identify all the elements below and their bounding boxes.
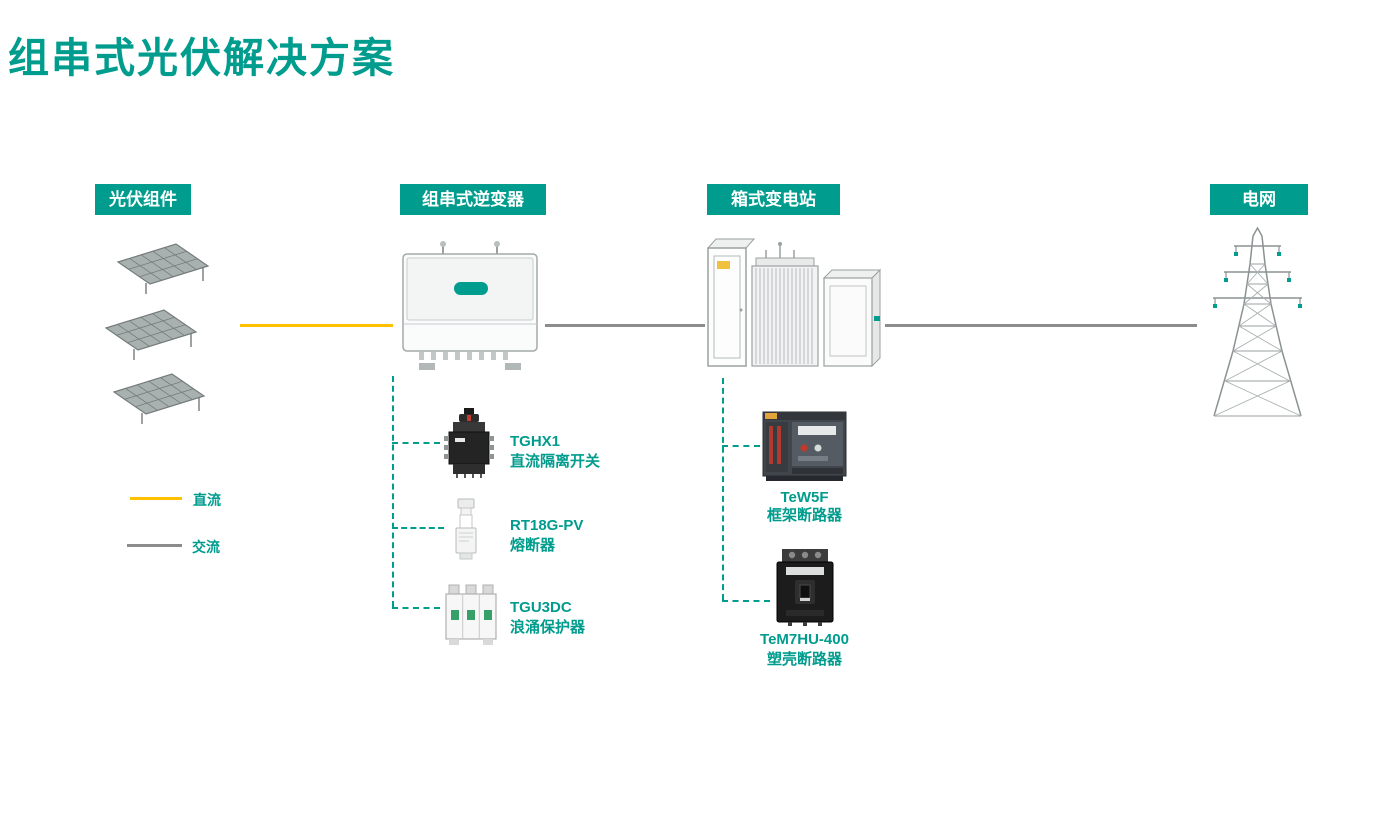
stage-badge-string-inverter: 组串式逆变器	[400, 184, 546, 215]
tem7hu-model-label: TeM7HU-400	[760, 631, 849, 648]
tghx1-model-label: TGHX1	[510, 433, 561, 450]
stage-badge-power-grid: 电网	[1210, 184, 1308, 215]
inverter-component-branch-1	[392, 442, 440, 444]
tghx1-name-label: 直流隔离开关	[510, 453, 601, 470]
ac-flow-line-inverter-substation	[545, 324, 705, 327]
tghx1-product-image	[444, 408, 494, 478]
tgu3dc-product-image	[445, 584, 497, 645]
substation-component-branch-1	[722, 445, 760, 447]
inverter-component-branch-3	[392, 607, 440, 609]
inverter-components-trunk-line	[392, 376, 394, 607]
dc-flow-line	[240, 324, 393, 327]
ac-flow-line-substation-grid	[885, 324, 1197, 327]
tem7hu-name-label: 塑壳断路器	[766, 651, 842, 668]
rt18g-name-label: 熔断器	[510, 537, 556, 554]
page-title: 组串式光伏解决方案	[8, 35, 395, 81]
stage-badge-pv-modules: 光伏组件	[95, 184, 191, 215]
box-substation-icon	[706, 238, 882, 368]
tew5f-name-label: 框架断路器	[766, 507, 842, 524]
solar-panel-array-icon	[105, 243, 209, 425]
transmission-tower-icon	[1213, 226, 1302, 417]
substation-components-trunk-line	[722, 378, 724, 600]
tgu3dc-name-label: 浪涌保护器	[510, 619, 586, 636]
tew5f-product-image	[762, 411, 847, 481]
stage-badge-box-substation: 箱式变电站	[707, 184, 840, 215]
tgu3dc-model-label: TGU3DC	[510, 599, 572, 616]
legend-dc-label: 直流	[193, 492, 221, 508]
inverter-component-branch-2	[392, 527, 444, 529]
tew5f-model-label: TeW5F	[780, 489, 829, 506]
rt18g-pv-product-image	[455, 498, 477, 560]
legend-ac-label: 交流	[192, 539, 220, 555]
legend-ac-line	[127, 544, 182, 547]
legend-dc-line	[130, 497, 182, 500]
tem7hu-400-product-image	[776, 549, 834, 626]
rt18g-model-label: RT18G-PV	[510, 517, 584, 534]
string-inverter-icon	[402, 241, 538, 370]
substation-component-branch-2	[722, 600, 770, 602]
